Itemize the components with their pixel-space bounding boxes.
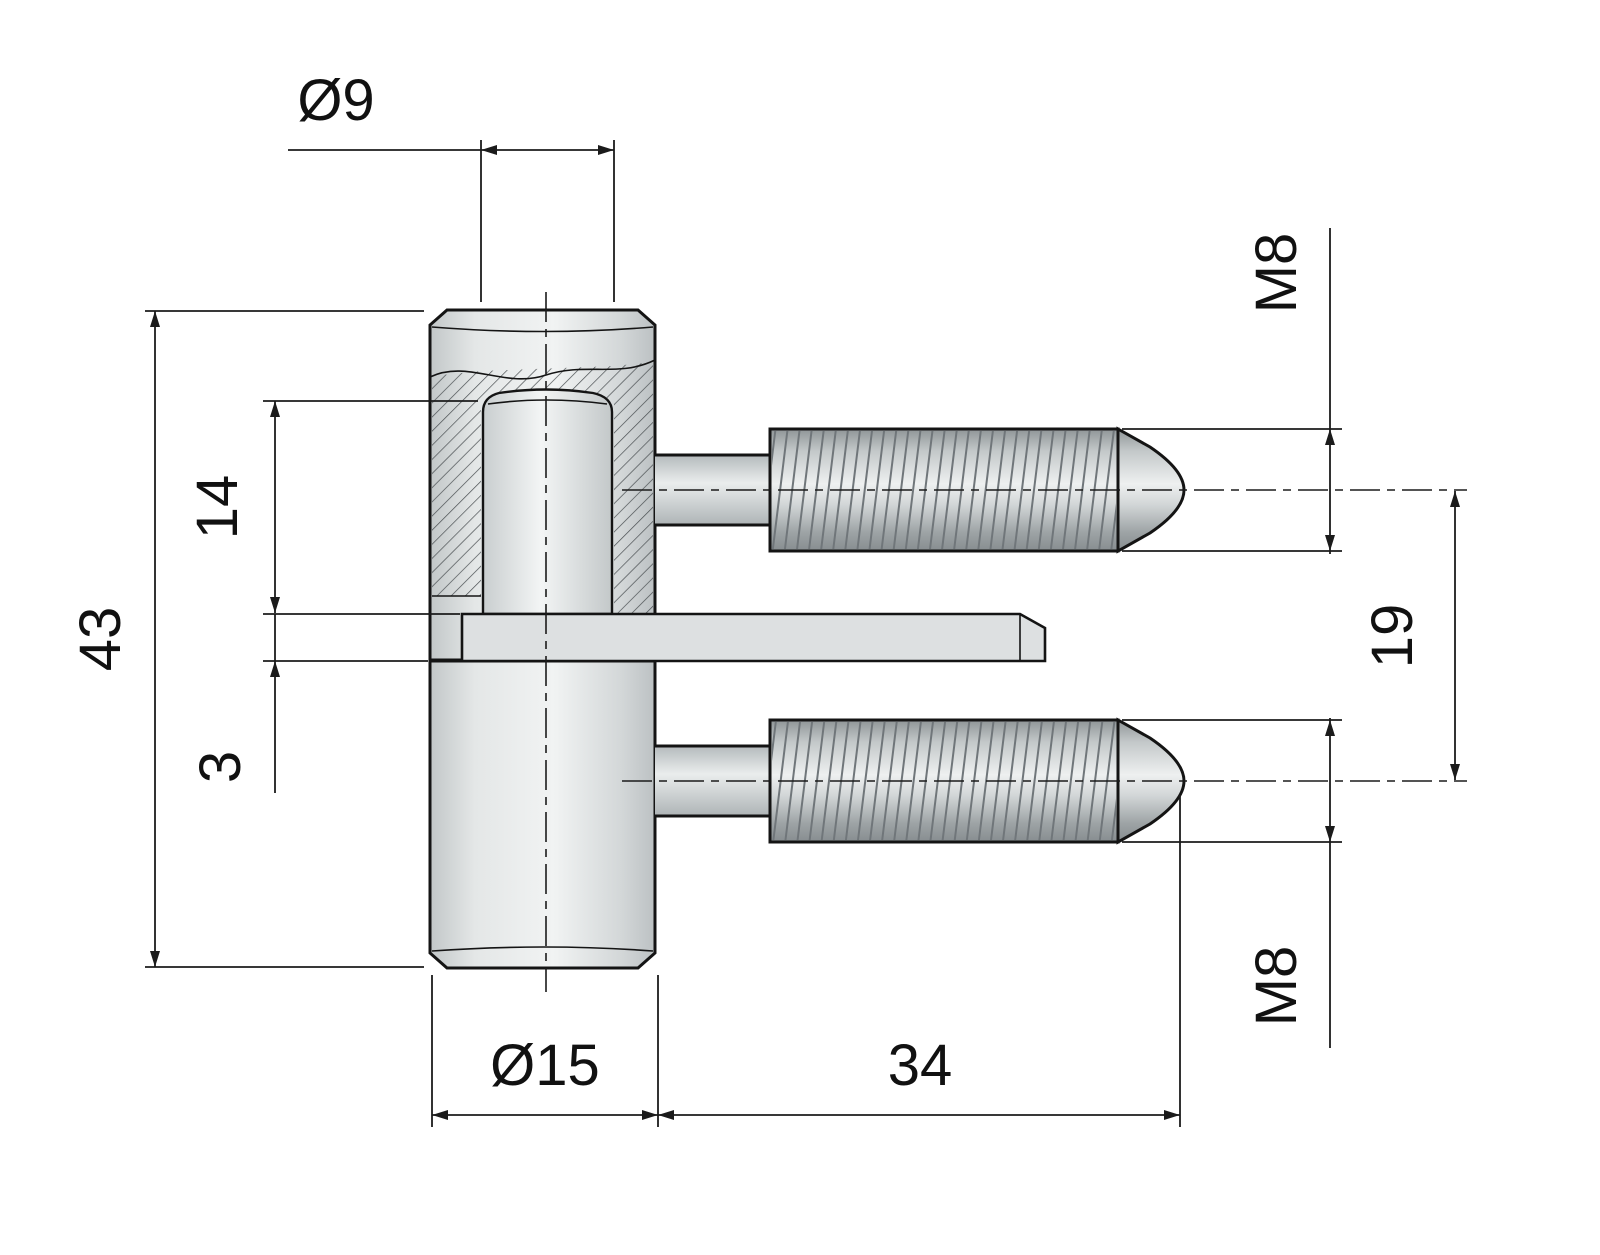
dim-thread-length: 34 bbox=[658, 795, 1181, 1127]
dim-thread-size-top: M8 bbox=[1122, 228, 1342, 554]
dim-label-pin-depth: 14 bbox=[185, 475, 250, 540]
arrowhead bbox=[270, 597, 280, 613]
dim-label-total-height: 43 bbox=[68, 607, 133, 672]
arrowhead bbox=[1325, 720, 1335, 736]
dim-label-thread-size-bottom: M8 bbox=[1244, 946, 1309, 1027]
arrowhead bbox=[658, 1110, 674, 1120]
dim-label-plate-thickness: 3 bbox=[188, 751, 253, 783]
dim-pin-depth: 14 bbox=[185, 400, 478, 615]
arrowhead bbox=[1164, 1110, 1180, 1120]
dim-screw-spacing: 19 bbox=[1360, 491, 1460, 780]
arrowhead bbox=[1325, 429, 1335, 445]
section-hatch-left-wall bbox=[432, 371, 481, 596]
arrowhead bbox=[1450, 764, 1460, 780]
arrowhead bbox=[150, 311, 160, 327]
arrowhead bbox=[270, 401, 280, 417]
arrowhead bbox=[1450, 491, 1460, 507]
arrowhead bbox=[1325, 826, 1335, 842]
dim-label-thread-size-top: M8 bbox=[1244, 233, 1309, 314]
dim-pin-diameter: Ø9 bbox=[288, 68, 615, 302]
arrowhead bbox=[481, 145, 497, 155]
arrowhead bbox=[150, 951, 160, 967]
hinge-pin bbox=[481, 388, 614, 616]
dim-total-height: 43 bbox=[68, 310, 424, 968]
plate-body bbox=[460, 612, 1047, 663]
arrowhead bbox=[1325, 535, 1335, 551]
dim-body-diameter: Ø15 bbox=[431, 975, 659, 1127]
bottom-chamfer-edge bbox=[431, 946, 654, 952]
dim-label-screw-spacing: 19 bbox=[1360, 604, 1425, 669]
dim-label-thread-length: 34 bbox=[888, 1033, 953, 1098]
centerlines bbox=[545, 292, 1467, 992]
arrowhead bbox=[598, 145, 614, 155]
section-break-line bbox=[429, 359, 656, 380]
dim-label-body-diameter: Ø15 bbox=[490, 1033, 600, 1098]
hinge-body-lower bbox=[428, 659, 657, 970]
arrowhead bbox=[432, 1110, 448, 1120]
arrowhead bbox=[642, 1110, 658, 1120]
mounting-plate bbox=[460, 612, 1047, 663]
hinge-body bbox=[428, 308, 657, 970]
dim-plate-thickness: 3 bbox=[188, 614, 428, 793]
dim-thread-size-bottom: M8 bbox=[1122, 718, 1342, 1048]
section-hatch-right-wall bbox=[614, 362, 653, 613]
arrowhead bbox=[270, 661, 280, 677]
top-chamfer-edge bbox=[431, 326, 654, 333]
dim-label-pin-diameter: Ø9 bbox=[297, 68, 374, 133]
